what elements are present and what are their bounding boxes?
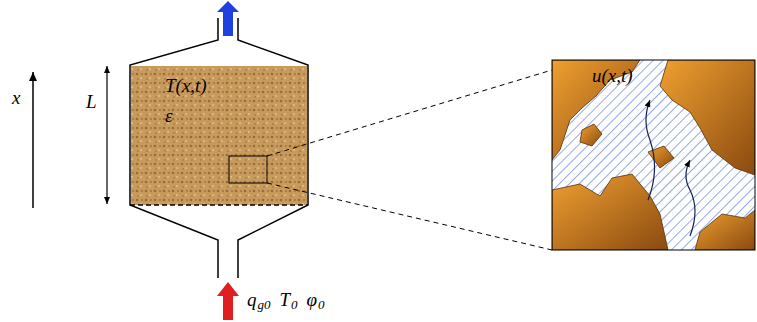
subscript-label: 0: [291, 298, 298, 311]
variable-label: T(x,t): [165, 76, 207, 95]
variable-label: x: [12, 88, 20, 107]
variable-label: T: [280, 290, 291, 309]
packed-bed: T(x,t) ε: [131, 66, 307, 205]
pore-inset: u(x,t): [552, 60, 755, 250]
variable-label: ε: [165, 106, 173, 125]
subscript-label: g0: [258, 298, 271, 311]
variable-label: L: [86, 92, 97, 111]
subscript-label: 0: [318, 298, 325, 311]
variable-label: u(x,t): [592, 66, 633, 85]
variable-label: q: [247, 290, 257, 309]
variable-label: φ: [307, 290, 318, 309]
